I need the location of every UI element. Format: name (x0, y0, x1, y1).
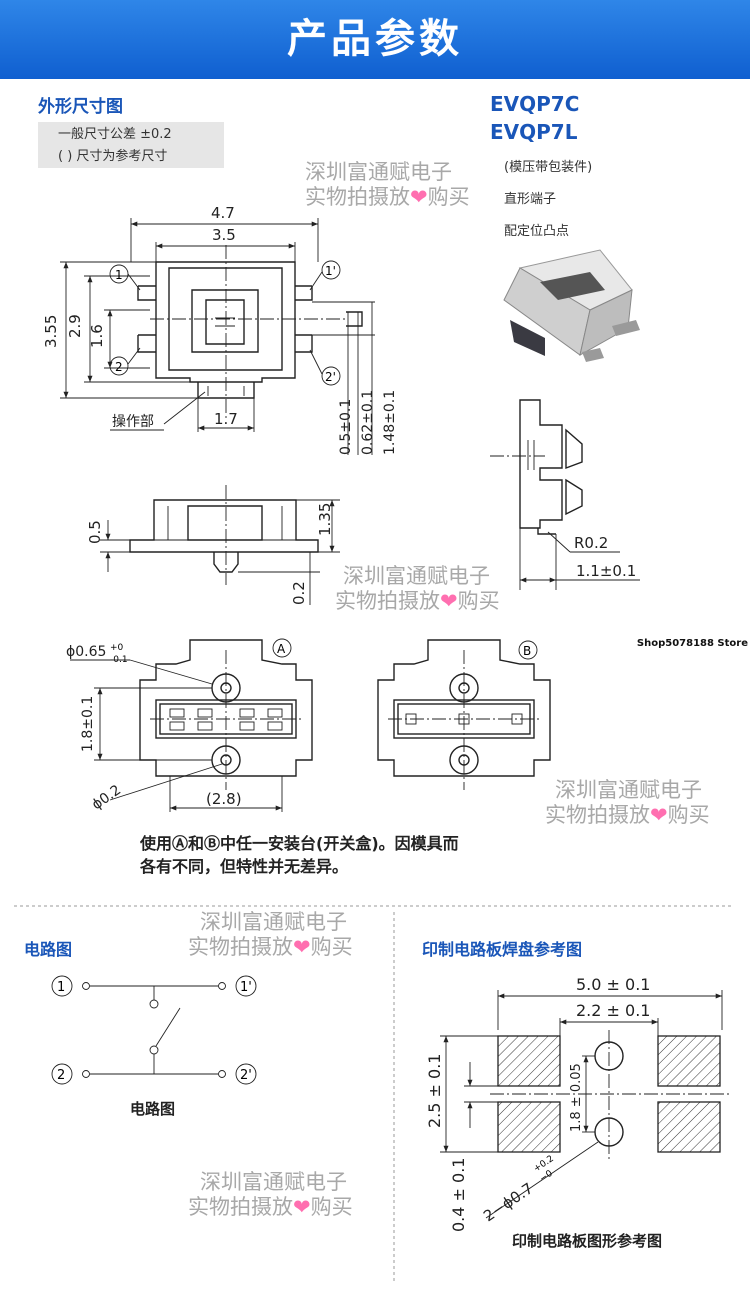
right-side-view: R0.2 1.1±0.1 (490, 399, 640, 590)
pcb-dim-1-8: 1.8 ± 0.05 (569, 1063, 584, 1132)
dim-0-5: 0.5±0.1 (338, 399, 354, 455)
watermark-2: 深圳富通赋电子 实物拍摄放❤购买 (335, 564, 500, 613)
tolerance-box: 一般尺寸公差 ±0.2 ( ) 尺寸为参考尺寸 (38, 122, 224, 168)
svg-text:2: 2 (57, 1068, 65, 1083)
dim-1-1: 1.1±0.1 (576, 562, 636, 580)
dim-4-7: 4.7 (211, 204, 235, 222)
mounting-note-line-2: 各有不同，但特性并无差异。 (140, 857, 349, 876)
feature-1: (模压带包装件) (504, 160, 593, 175)
dim-1-35: 1.35 (316, 503, 334, 536)
bottom-view-b: B (377, 639, 551, 790)
bottom-view-a: A ϕ0.65 +0 -0.1 1.8±0.1 ϕ0.2 (2.8) (66, 638, 313, 813)
page-title: 产品参数 (287, 16, 463, 62)
dim-1-48: 1.48±0.1 (382, 390, 398, 455)
dim-2-9: 2.9 (66, 314, 84, 338)
dim-side-0-5: 0.5 (86, 520, 104, 544)
label-operation: 操作部 (112, 414, 154, 430)
dim-1-8: 1.8±0.1 (80, 696, 96, 752)
page-banner: 产品参数 (0, 0, 750, 79)
tolerance-line-2: ( ) 尺寸为参考尺寸 (58, 149, 168, 164)
svg-text:B: B (523, 644, 531, 658)
pcb-dim-5-0: 5.0 ± 0.1 (576, 975, 650, 994)
svg-text:2': 2' (325, 370, 336, 384)
model-name-2: EVQP7L (490, 120, 578, 144)
watermark-1: 深圳富通赋电子 实物拍摄放❤购买 (305, 160, 470, 209)
mounting-note-line-1: 使用Ⓐ和Ⓑ中任一安装台(开关盒)。因模具而 (140, 834, 459, 853)
watermark-3: 深圳富通赋电子 实物拍摄放❤购买 (545, 778, 710, 827)
watermark-5: 深圳富通赋电子 实物拍摄放❤购买 (188, 1170, 353, 1219)
svg-text:2': 2' (240, 1068, 252, 1083)
dim-r0-2: R0.2 (574, 534, 608, 552)
pcb-hole-dim: 2−ϕ0.7 (480, 1179, 536, 1225)
tolerance-line-1: 一般尺寸公差 ±0.2 (58, 127, 172, 142)
dim-phi-0-2: ϕ0.2 (89, 782, 124, 813)
dim-side-0-2: 0.2 (290, 581, 308, 605)
circuit-diagram: 1 1' 2 2' (51, 975, 257, 1085)
dim-3-55: 3.55 (42, 315, 60, 348)
top-view-drawing: 3.55 2.9 1.6 4.7 3.5 1.7 操作部 1 1' 2 2' 0… (42, 204, 398, 455)
dim-1-6: 1.6 (88, 324, 106, 348)
pcb-section-title: 印制电路板焊盘参考图 (422, 940, 583, 959)
pcb-dim-2-5: 2.5 ± 0.1 (425, 1054, 444, 1128)
front-side-view: 1.35 0.5 0.2 (86, 485, 340, 605)
feature-3: 配定位凸点 (504, 224, 570, 239)
svg-text:1': 1' (325, 264, 336, 278)
svg-text:2: 2 (115, 360, 123, 374)
pcb-pattern: 5.0 ± 0.1 2.2 ± 0.1 2.5 ± 0.1 1.8 ± 0.05… (425, 975, 730, 1232)
outline-section-title: 外形尺寸图 (38, 97, 123, 117)
dim-0-62: 0.62±0.1 (360, 390, 376, 455)
dim-2-8: (2.8) (206, 790, 242, 808)
pcb-dim-0-4: 0.4 ± 0.1 (449, 1158, 468, 1232)
svg-text:1': 1' (240, 980, 252, 995)
dim-phi-0-65: ϕ0.65 (66, 644, 106, 660)
mounting-note: 使用Ⓐ和Ⓑ中任一安装台(开关盒)。因模具而 各有不同，但特性并无差异。 (140, 832, 459, 878)
pcb-caption: 印制电路板图形参考图 (512, 1232, 663, 1250)
feature-2: 直形端子 (504, 192, 557, 207)
svg-text:1: 1 (57, 980, 65, 995)
dim-1-7: 1.7 (214, 410, 238, 428)
svg-text:+0: +0 (110, 643, 124, 653)
circuit-caption: 电路图 (130, 1100, 176, 1118)
svg-text:1: 1 (115, 268, 123, 282)
shop-label: Shop5078188 Store (636, 638, 748, 649)
svg-text:A: A (277, 642, 286, 656)
product-illustration (503, 249, 640, 362)
circuit-section-title: 电路图 (24, 940, 73, 959)
model-name-1: EVQP7C (490, 92, 580, 116)
watermark-4: 深圳富通赋电子 实物拍摄放❤购买 (188, 910, 353, 959)
pcb-dim-2-2: 2.2 ± 0.1 (576, 1001, 650, 1020)
dim-3-5: 3.5 (212, 226, 236, 244)
